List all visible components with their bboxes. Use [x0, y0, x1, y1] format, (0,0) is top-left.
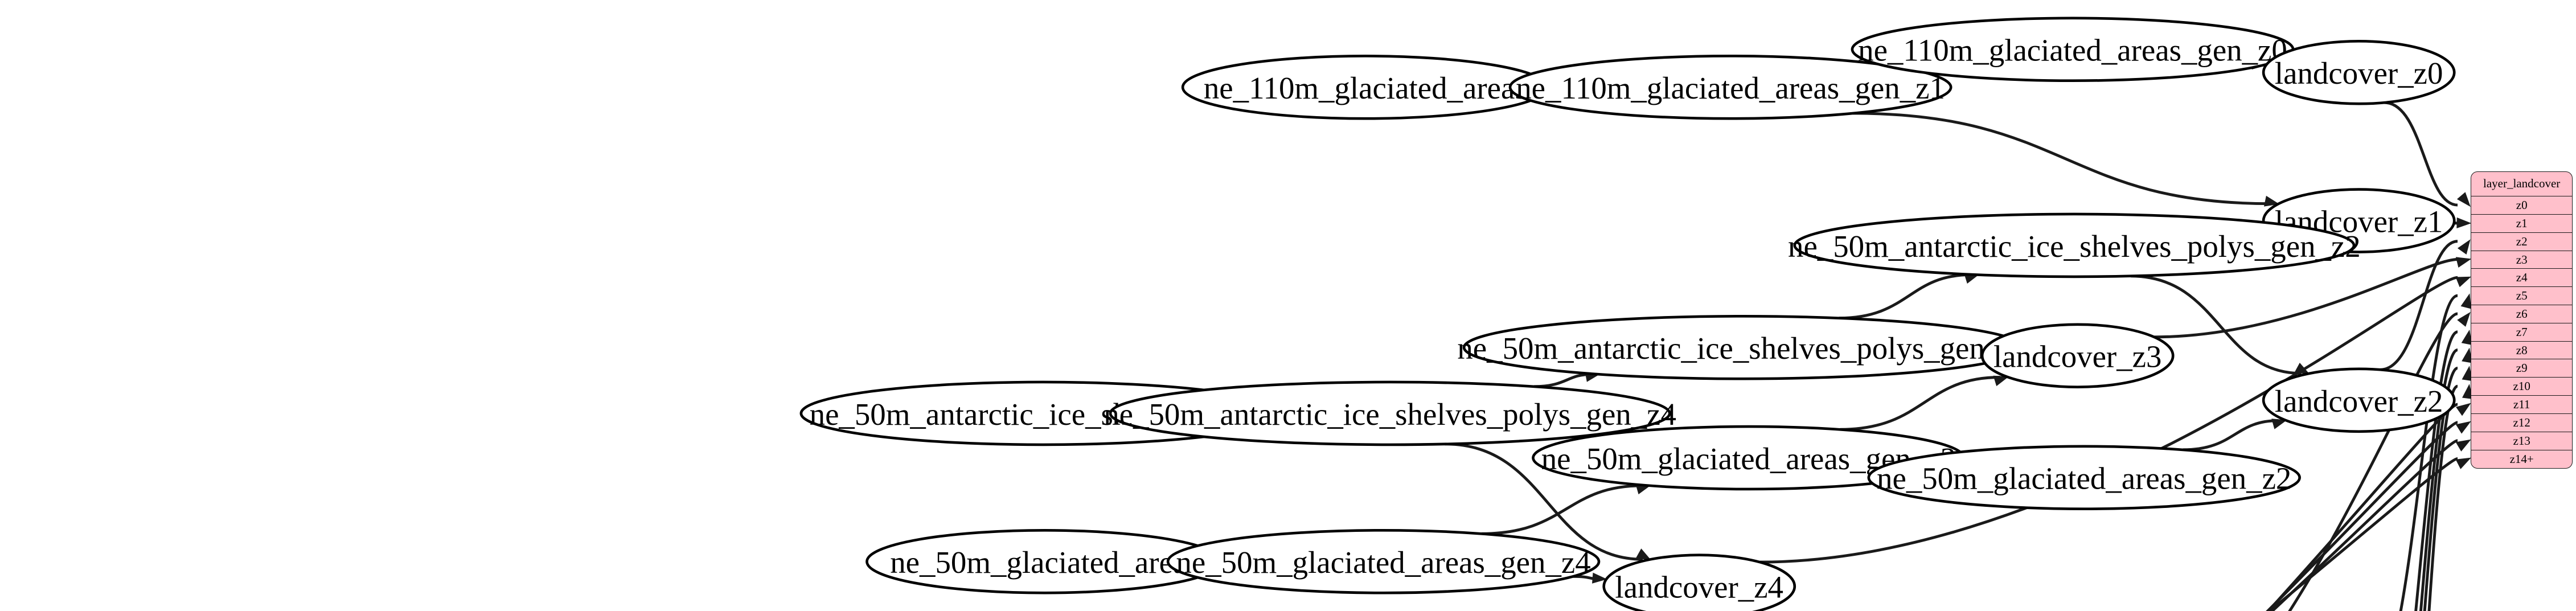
- record-row-z9[interactable]: z9: [2471, 359, 2573, 378]
- node-label: ne_50m_antarctic_ice_shelves_polys_gen_z…: [1788, 229, 2361, 264]
- arrowhead-icon: [2462, 366, 2473, 382]
- node-ne_110m_glaciated_areas_gen_z1[interactable]: ne_110m_glaciated_areas_gen_z1: [1508, 55, 1952, 120]
- arrowhead-icon: [2462, 384, 2474, 399]
- node-shape: [1109, 380, 1671, 446]
- arrowhead-icon: [2455, 403, 2471, 416]
- record-header-layer-landcover: layer_landcover: [2471, 172, 2573, 197]
- node-shape: [1793, 212, 2356, 278]
- edge-osm_landcover_gen_z12-to-layer_landcover-z12: [2266, 421, 2458, 611]
- arrowhead-icon: [2455, 439, 2471, 452]
- edge-landcover_z5-to-layer_landcover-z5: [2399, 294, 2458, 611]
- edge-ne_50m_antarctic_ice_shelves_polys_gen_z3-to-ne_50m_antarctic_ice_shelves_polys_gen_z2: [1839, 273, 1971, 320]
- record-row-z6[interactable]: z6: [2471, 305, 2573, 323]
- edge-landcover_z0-to-layer_landcover-z0: [2384, 101, 2458, 207]
- arrowhead-icon: [2456, 192, 2471, 207]
- edge-ne_110m_glaciated_areas_gen_z1-to-landcover_z1: [1853, 112, 2271, 206]
- node-shape: [1508, 55, 1952, 120]
- record-row-z1[interactable]: z1: [2471, 215, 2573, 233]
- arrowhead-icon: [2455, 457, 2471, 469]
- node-label: landcover_z3: [1993, 339, 2162, 374]
- node-label: landcover_z0: [2275, 56, 2443, 91]
- edge-ne_50m_glaciated_areas_gen_z4-to-ne_50m_glaciated_areas_gen_z3: [1481, 484, 1643, 535]
- node-ne_50m_antarctic_ice_shelves_polys_gen_z2[interactable]: ne_50m_antarctic_ice_shelves_polys_gen_z…: [1788, 212, 2361, 278]
- arrowhead-icon: [2456, 217, 2472, 229]
- record-row-z8[interactable]: z8: [2471, 342, 2573, 360]
- arrowhead-icon: [2271, 419, 2287, 429]
- record-row-z11[interactable]: z11: [2471, 396, 2573, 414]
- arrowhead-icon: [2457, 311, 2471, 327]
- node-landcover_z3[interactable]: landcover_z3: [1980, 323, 2175, 388]
- node-ne_50m_antarctic_ice_shelves_polys_gen_z3[interactable]: ne_50m_antarctic_ice_shelves_polys_gen_z…: [1457, 314, 2030, 380]
- record-row-z10[interactable]: z10: [2471, 378, 2573, 396]
- edge-ne_50m_glaciated_areas_gen_z2-to-landcover_z2: [2183, 419, 2279, 452]
- edge-osm_landcover_gen_z10-to-layer_landcover-z10: [2427, 384, 2459, 611]
- edge-landcover_z2-to-layer_landcover-z2: [2380, 240, 2458, 371]
- record-row-z4[interactable]: z4: [2471, 269, 2573, 288]
- edge-ne_50m_glaciated_areas_gen_z3-to-landcover_z3: [1840, 376, 2000, 431]
- node-shape: [1602, 553, 1796, 611]
- arrowhead-icon: [1635, 548, 1652, 561]
- arrowhead-icon: [2455, 276, 2472, 288]
- node-shape: [1867, 445, 2301, 510]
- node-landcover_z4[interactable]: landcover_z4: [1602, 553, 1796, 611]
- record-row-z0[interactable]: z0: [2471, 196, 2573, 215]
- node-label: landcover_z2: [2275, 384, 2443, 419]
- node-ne_110m_glaciated_areas_gen_z0[interactable]: ne_110m_glaciated_areas_gen_z0: [1851, 17, 2295, 83]
- node-label: ne_50m_antarctic_ice_shelves_polys_gen_z…: [1457, 331, 2030, 366]
- node-ne_110m_glaciated_areas[interactable]: ne_110m_glaciated_areas: [1181, 55, 1549, 120]
- edge-ne_50m_antarctic_ice_shelves_polys_gen_z2-to-landcover_z2: [2130, 274, 2302, 375]
- record-row-z2[interactable]: z2: [2471, 233, 2573, 251]
- node-ne_50m_glaciated_areas_gen_z4[interactable]: ne_50m_glaciated_areas_gen_z4: [1166, 528, 1601, 594]
- node-label: ne_50m_antarctic_ice_shelves_polys_gen_z…: [1104, 397, 1676, 432]
- arrowhead-icon: [2455, 257, 2472, 268]
- arrowhead-icon: [2462, 347, 2473, 363]
- arrowhead-icon: [1993, 375, 2009, 387]
- node-label: ne_110m_glaciated_areas: [1204, 71, 1527, 105]
- arrowhead-icon: [1592, 572, 1607, 584]
- edge-osm_landcover_polygon-to-layer_landcover-z14-: [2267, 457, 2458, 611]
- edge-landcover_z6-to-layer_landcover-z6: [2288, 312, 2458, 611]
- arrowhead-icon: [2263, 195, 2280, 207]
- node-label: landcover_z4: [1615, 570, 1783, 605]
- node-label: ne_50m_glaciated_areas_gen_z2: [1877, 461, 2291, 496]
- node-ne_50m_glaciated_areas_gen_z2[interactable]: ne_50m_glaciated_areas_gen_z2: [1867, 445, 2301, 510]
- record-row-z5[interactable]: z5: [2471, 287, 2573, 306]
- node-shape: [1980, 323, 2175, 388]
- edge-ne_50m_antarctic_ice_shelves_polys_gen_z4-to-landcover_z4: [1445, 442, 1643, 561]
- edge-ne_50m_antarctic_ice_shelves_polys_gen_z4-to-ne_50m_antarctic_ice_shelves_polys_gen_z3: [1534, 372, 1591, 388]
- node-label: ne_50m_glaciated_areas: [890, 545, 1199, 580]
- arrowhead-icon: [2455, 421, 2471, 434]
- edge-osm_landcover_gen_z11-to-layer_landcover-z11: [2266, 403, 2458, 611]
- record-row-z3[interactable]: z3: [2471, 251, 2573, 269]
- record-row-z13[interactable]: z13: [2471, 432, 2573, 450]
- record-row-z7[interactable]: z7: [2471, 323, 2573, 342]
- edge-osm_landcover_gen_z7-to-layer_landcover-z7: [2414, 330, 2458, 611]
- edge-osm_landcover_gen_z13-to-layer_landcover-z13: [2270, 439, 2458, 611]
- edge-landcover_z3-to-layer_landcover-z3: [2153, 258, 2458, 339]
- node-shape: [1166, 528, 1601, 594]
- node-landcover_z0[interactable]: landcover_z0: [2262, 39, 2456, 105]
- node-shape: [2262, 39, 2456, 105]
- node-ne_50m_glaciated_areas[interactable]: ne_50m_glaciated_areas: [865, 528, 1224, 594]
- node-shape: [2262, 367, 2456, 433]
- arrowhead-icon: [2457, 239, 2471, 255]
- node-ne_50m_antarctic_ice_shelves_polys_gen_z4[interactable]: ne_50m_antarctic_ice_shelves_polys_gen_z…: [1104, 380, 1676, 446]
- nodes-layer: imposm3osm_landcover_polygonsimplify_vw_…: [799, 17, 2456, 611]
- arrowhead-icon: [2460, 293, 2472, 309]
- arrowhead-icon: [2461, 329, 2472, 345]
- edge-landcover_z4-to-layer_landcover-z4: [1759, 276, 2458, 564]
- node-label: ne_110m_glaciated_areas_gen_z0: [1858, 33, 2287, 68]
- node-landcover_z2[interactable]: landcover_z2: [2262, 367, 2456, 433]
- record-row-z14plus[interactable]: z14+: [2509, 452, 2534, 466]
- record-row-z12[interactable]: z12: [2471, 414, 2573, 432]
- node-label: ne_110m_glaciated_areas_gen_z1: [1516, 71, 1945, 105]
- node-label: ne_50m_glaciated_areas_gen_z4: [1176, 545, 1590, 580]
